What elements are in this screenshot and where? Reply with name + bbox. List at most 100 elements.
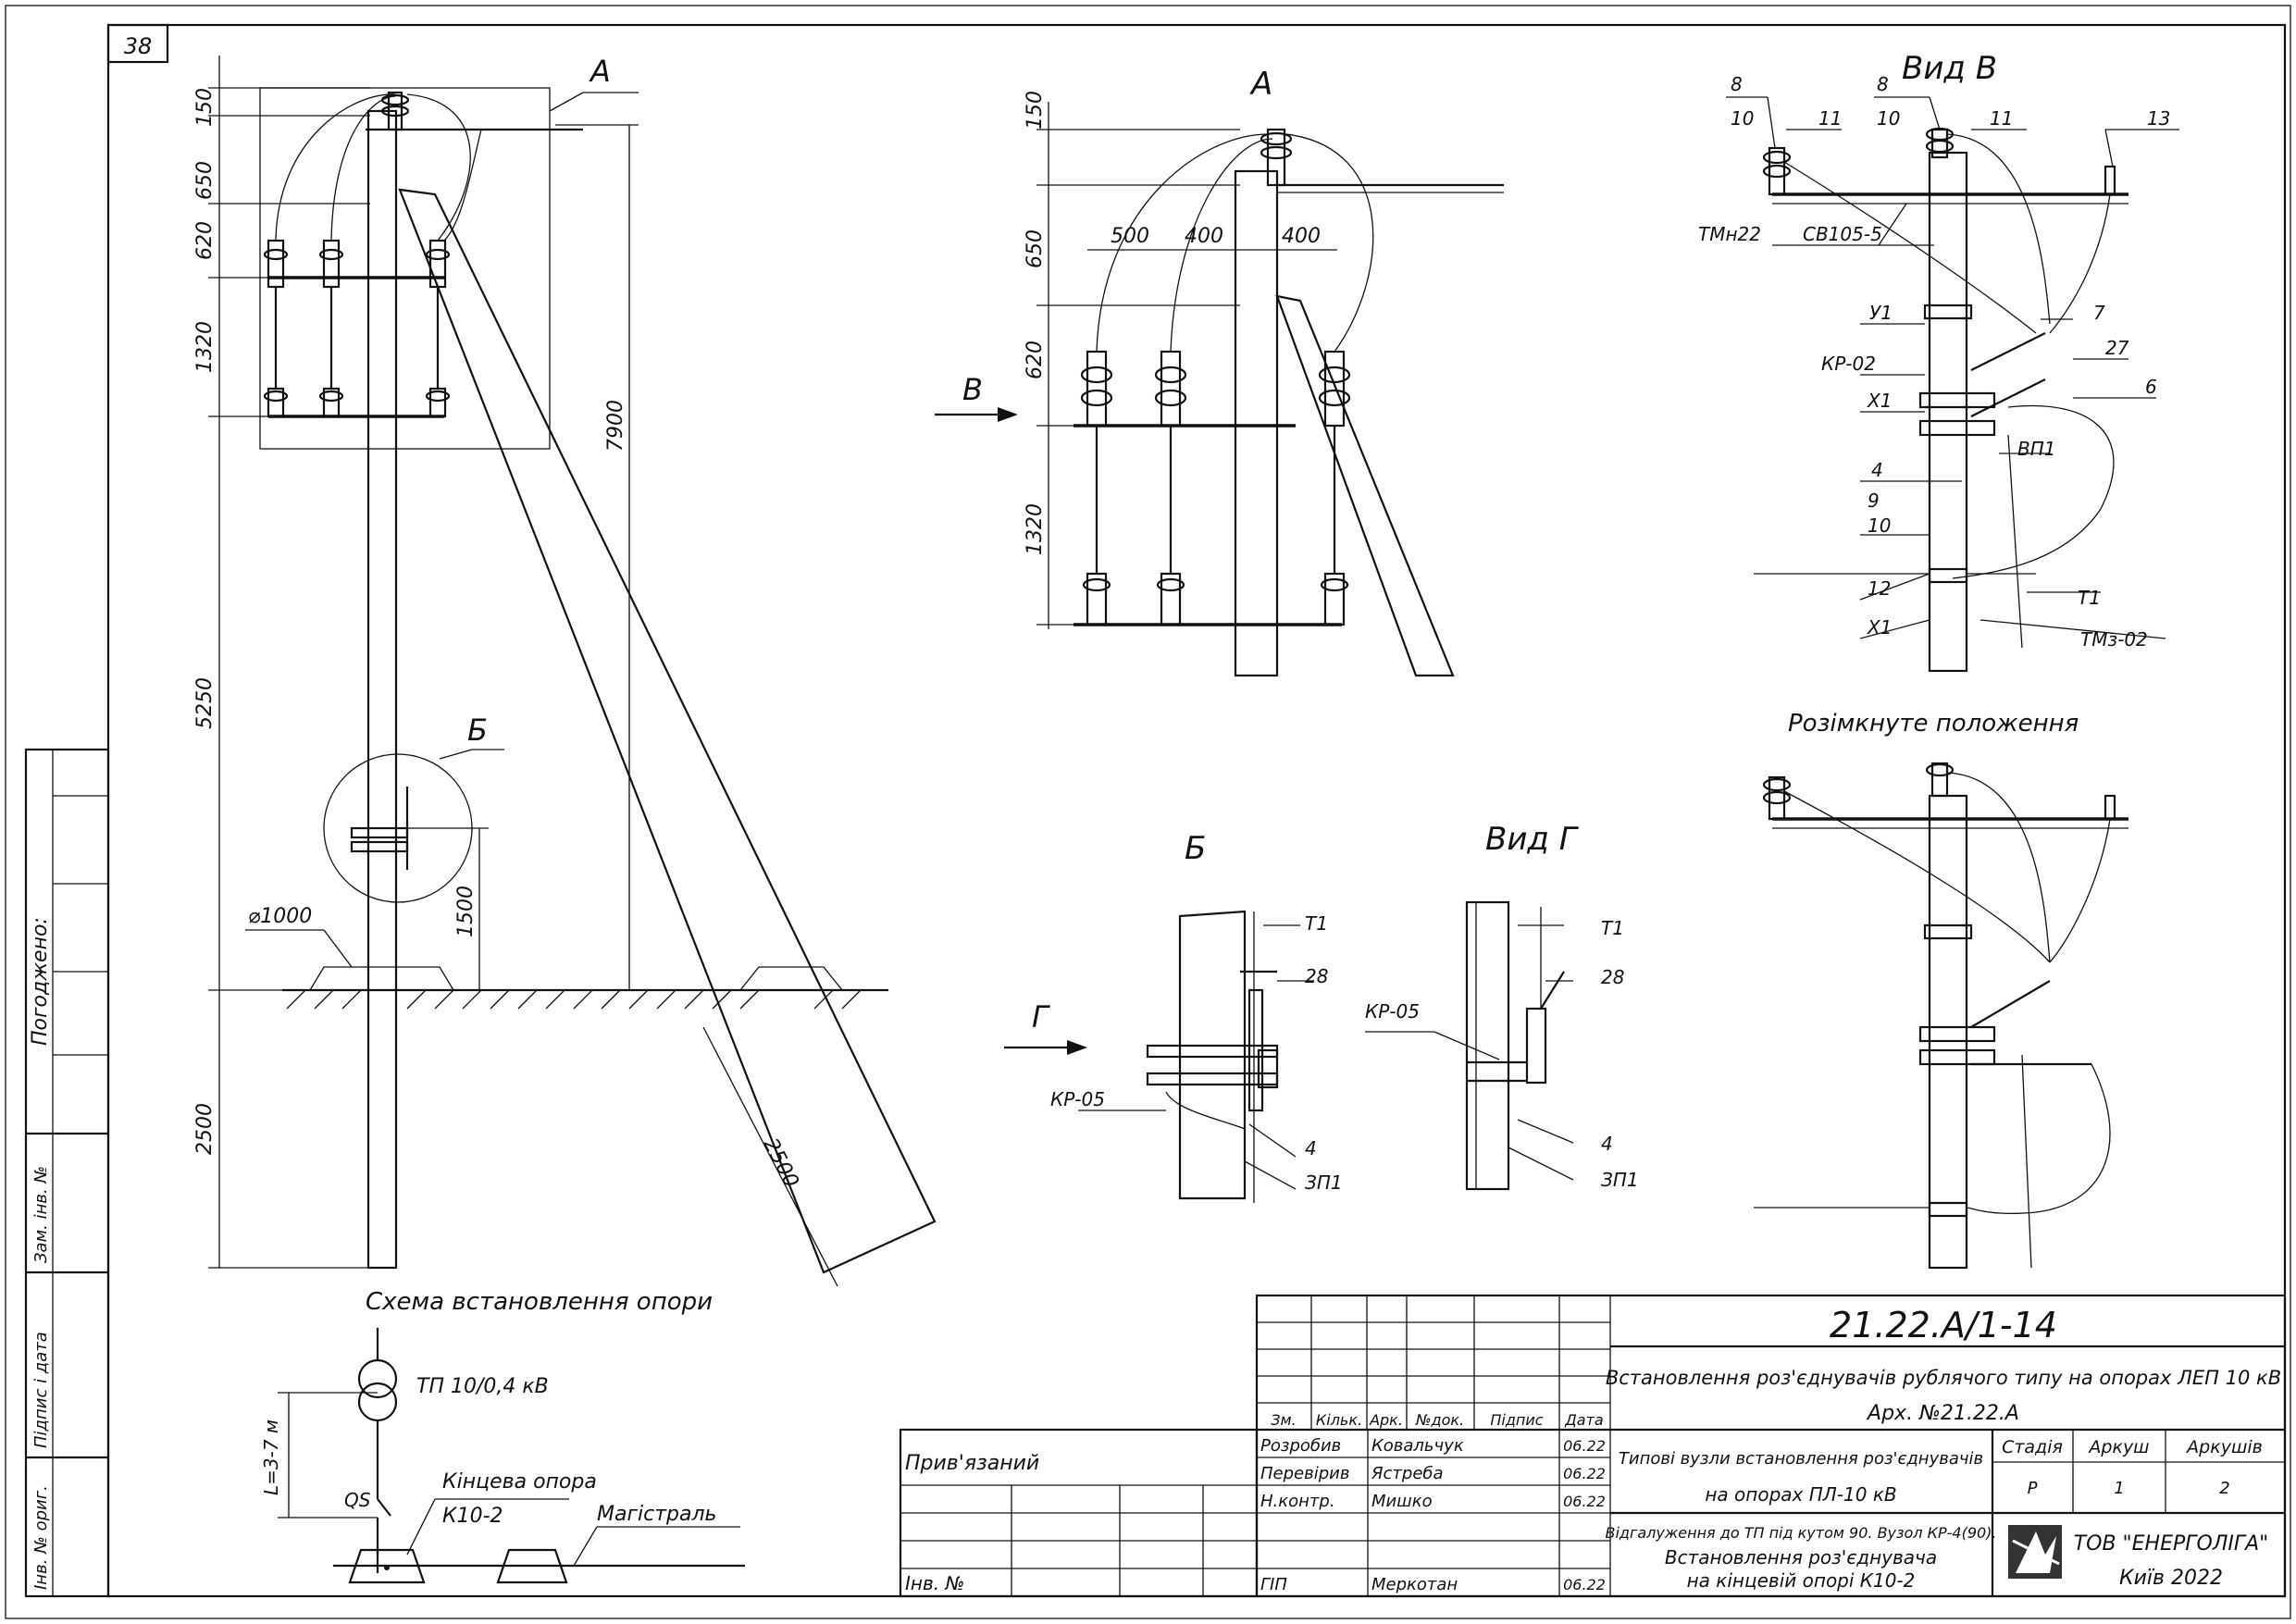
company-city-year: Київ 2022 <box>2119 1567 2223 1590</box>
scheme-distance: L=3-7 м <box>260 1419 282 1495</box>
scheme-end-pole-code: К10-2 <box>442 1505 503 1528</box>
rev-header-ark: Арк. <box>1369 1411 1403 1429</box>
company-name: ТОВ "ЕНЕРГОЛІГА" <box>2074 1532 2269 1556</box>
main-dim-650: 650 <box>193 161 217 200</box>
view-v-label-8b: 8 <box>1877 73 1889 95</box>
stamp-sign-date: Підпис і дата <box>31 1332 51 1448</box>
title-block: 21.22.А/1-14 Встановлення роз'єднувачів … <box>899 1294 2287 1598</box>
detail-b-label-t1: Т1 <box>1305 912 1328 935</box>
view-v: Вид В <box>1698 50 2179 673</box>
detail-a-dim-500: 500 <box>1111 225 1149 248</box>
section-title-2: на опорах ПЛ-10 кВ <box>1705 1483 1896 1506</box>
view-v-label-4: 4 <box>1871 459 1883 481</box>
drawing-line-1: Відгалуження до ТП під кутом 90. Вузол К… <box>1605 1524 1996 1542</box>
view-g-title: Вид Г <box>1485 821 1580 858</box>
sign-role-0: Розробив <box>1260 1436 1341 1456</box>
detail-a-dim-1320: 1320 <box>1024 503 1047 555</box>
view-v-label-x1a: Х1 <box>1867 390 1892 412</box>
sheets-value: 2 <box>2219 1479 2229 1498</box>
view-v-label-vp1: ВП1 <box>2017 438 2055 460</box>
view-v-label-sv105: СВ105-5 <box>1803 223 1882 245</box>
stage-value: Р <box>2028 1479 2038 1498</box>
detail-b-label-4: 4 <box>1305 1137 1317 1159</box>
main-dim-1500: 1500 <box>454 886 478 937</box>
detail-b-label-zp1: ЗП1 <box>1305 1172 1343 1194</box>
view-v-label-6: 6 <box>2145 376 2157 398</box>
company-logo-icon <box>2008 1525 2062 1579</box>
inv-label: Інв. № <box>905 1572 964 1594</box>
detail-b-title: Б <box>1185 830 1206 867</box>
detail-b-label-kr05: КР-05 <box>1050 1088 1105 1110</box>
section-title-1: Типові вузли встановлення роз'єднувачів <box>1619 1449 1983 1469</box>
sheet-number-box: 38 <box>106 23 169 64</box>
sheet-number: 38 <box>124 33 153 59</box>
view-g-label-t1: Т1 <box>1601 917 1624 939</box>
rev-header-date: Дата <box>1564 1411 1603 1429</box>
view-v-label-27: 27 <box>2105 337 2129 359</box>
view-v-label-10c: 10 <box>1868 514 1891 537</box>
callout-b-label: Б <box>467 713 488 748</box>
arrow-icon <box>998 407 1018 422</box>
view-v-label-11a: 11 <box>1818 107 1842 130</box>
view-v-label-13: 13 <box>2147 107 2170 130</box>
doc-code: 21.22.А/1-14 <box>1830 1305 2057 1345</box>
detail-a-dim-400b: 400 <box>1282 225 1321 248</box>
sign-date-1: 06.22 <box>1563 1465 1606 1482</box>
sign-role-3: ГІП <box>1260 1575 1287 1594</box>
view-g: Вид Г Т1 28 КР-05 4 ЗП1 <box>1365 821 1639 1191</box>
tied-label: Прив'язаний <box>905 1452 1039 1475</box>
main-dim-150: 150 <box>193 88 217 127</box>
detail-a-dim-150: 150 <box>1024 91 1047 130</box>
main-dim-5250: 5250 <box>193 677 217 729</box>
scheme-switch: QS <box>344 1489 371 1511</box>
main-dim-7900: 7900 <box>604 400 627 452</box>
view-v-label-u1: У1 <box>1869 302 1893 324</box>
main-dim-620: 620 <box>193 221 217 260</box>
view-g-label-kr05: КР-05 <box>1365 1000 1420 1023</box>
installation-scheme: Схема встановлення опори ТП 10/0,4 кВ L=… <box>260 1288 745 1584</box>
rev-header-kilk: Кільк. <box>1316 1411 1362 1429</box>
view-g-label-28: 28 <box>1601 966 1624 988</box>
drawing-line-3: на кінцевій опорі К10-2 <box>1687 1569 1916 1592</box>
detail-b-label-28: 28 <box>1305 965 1328 987</box>
detail-b: Б Т1 28 КР-05 4 ЗП1 Г <box>1004 830 1343 1203</box>
drawing-line-2: Встановлення роз'єднувача <box>1665 1546 1937 1568</box>
detail-a-frame <box>259 87 551 450</box>
open-position-view: Розімкнуте положення <box>1754 710 2128 1270</box>
sign-name-2: Мишко <box>1371 1492 1433 1511</box>
scheme-title: Схема встановлення опори <box>366 1288 713 1316</box>
sign-date-3: 06.22 <box>1563 1576 1606 1593</box>
detail-a-dim-620: 620 <box>1024 341 1047 379</box>
view-v-label-8a: 8 <box>1731 73 1743 95</box>
stamp-replace-inv: Зам. інв. № <box>31 1166 51 1263</box>
main-diameter: ⌀1000 <box>248 905 312 928</box>
rev-header-sign: Підпис <box>1490 1411 1543 1429</box>
sign-role-1: Перевірив <box>1260 1464 1349 1483</box>
sign-name-3: Меркотан <box>1371 1575 1458 1594</box>
inner-frame <box>106 23 2287 1598</box>
detail-a-dim-650: 650 <box>1024 229 1047 268</box>
rev-header-doc: №док. <box>1415 1411 1464 1429</box>
main-dim-2500: 2500 <box>193 1103 217 1155</box>
sign-name-1: Ястреба <box>1371 1464 1444 1483</box>
view-g-label-4: 4 <box>1601 1133 1613 1155</box>
view-v-label-tmz02: ТМз-02 <box>2080 628 2148 651</box>
view-v-arrow-label: В <box>962 372 983 407</box>
view-v-label-9: 9 <box>1868 490 1880 512</box>
open-position-title: Розімкнуте положення <box>1788 710 2079 738</box>
scheme-transformer: ТП 10/0,4 кВ <box>416 1375 549 1398</box>
stamp-orig-inv: Інв. № ориг. <box>31 1485 51 1590</box>
view-v-label-12: 12 <box>1868 577 1891 600</box>
sign-name-0: Ковальчук <box>1371 1436 1464 1456</box>
arch-no: Арх. №21.22.А <box>1866 1402 2019 1425</box>
view-g-arrow-label: Г <box>1032 999 1050 1035</box>
view-v-label-10b: 10 <box>1877 107 1900 130</box>
view-v-label-kr02: КР-02 <box>1821 353 1876 375</box>
sheet-value: 1 <box>2114 1479 2124 1498</box>
stage-header: Стадія <box>2002 1437 2063 1457</box>
view-v-label-tmn22: ТМн22 <box>1698 223 1761 245</box>
scheme-mainline: Магістраль <box>597 1503 717 1526</box>
view-v-label-7: 7 <box>2093 302 2105 324</box>
main-pole <box>366 109 398 1270</box>
view-v-label-t1: Т1 <box>2078 587 2101 609</box>
